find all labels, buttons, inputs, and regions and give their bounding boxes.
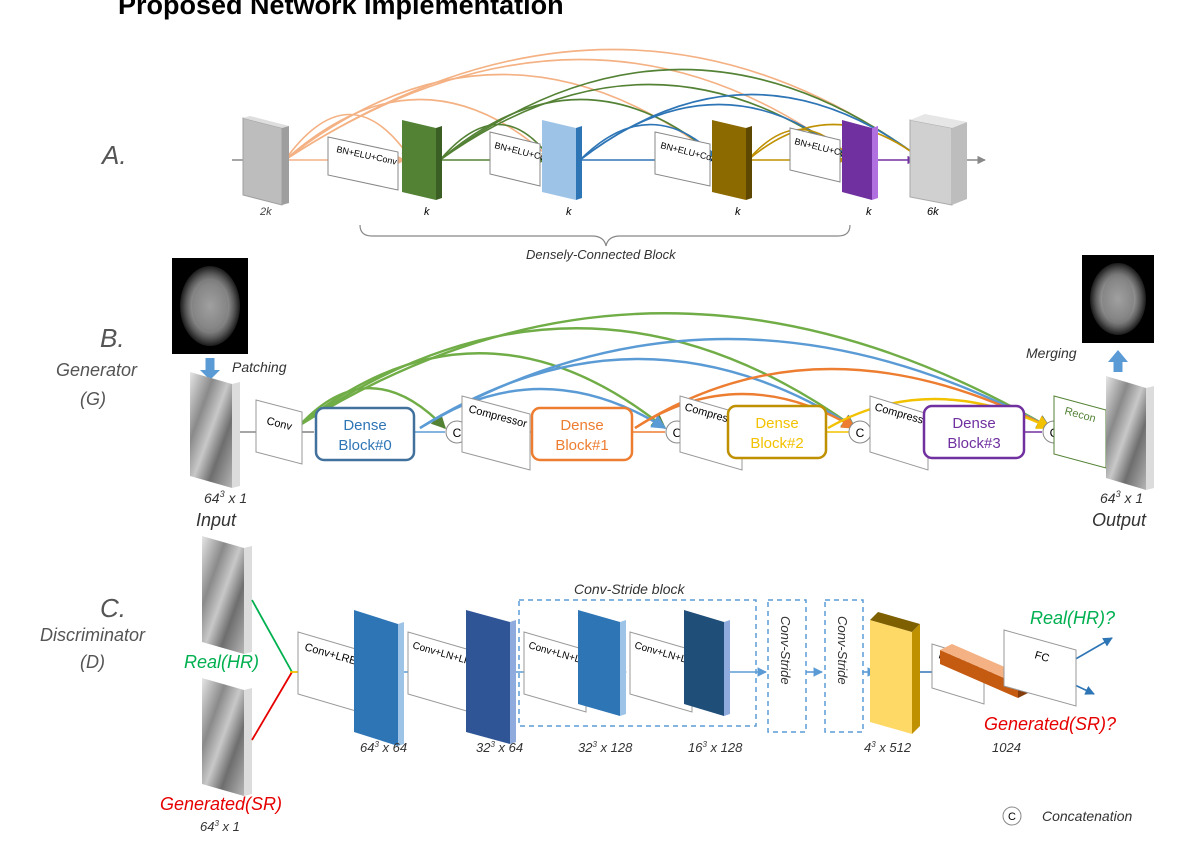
panel-a-feature-map-3 — [712, 120, 752, 200]
panel-a-label: A. — [100, 140, 127, 170]
panel-b-dense-word-0: Dense — [343, 417, 386, 434]
panel-b-input-patch — [190, 372, 240, 488]
panel-c-conv-stride-1: Conv-Stride — [767, 599, 807, 733]
panel-b-conv-layer: Conv — [255, 399, 303, 465]
panel-c-conv-stride-label-1: Conv-Stride — [778, 616, 793, 685]
panel-c-generated-line — [251, 671, 293, 741]
panel-b-label: B. — [100, 323, 125, 353]
panel-b-concat-2: C — [848, 420, 872, 444]
panel-a-input-block — [242, 116, 289, 206]
panel-a-growth-4: k — [866, 206, 872, 218]
panel-c-feature-map-3 — [578, 610, 626, 716]
panel-a-layer-1: BN+ELU+Conv — [327, 136, 399, 191]
panel-b-dense-word-1: Dense — [560, 417, 603, 434]
panel-c-label: C. — [100, 593, 126, 623]
panel-c-feature-map-1 — [354, 610, 404, 746]
panel-c-dim-4: 163 x 128 — [688, 740, 743, 755]
panel-b-dense-word-3: Dense — [952, 415, 995, 432]
panel-c-fc-layer: FC — [1003, 629, 1077, 707]
panel-c-dim-2: 323 x 64 — [476, 740, 523, 755]
panel-b-dense-block-0: Dense Block#0 — [314, 406, 416, 462]
panel-c-real-question: Real(HR)? — [1030, 608, 1115, 628]
panel-c-input-dim: 643 x 1 — [200, 819, 240, 834]
panel-b-concat-symbol-2: C — [856, 426, 865, 440]
panel-b-patching-label: Patching — [232, 359, 287, 375]
panel-b-block-name-1: Block#1 — [555, 437, 608, 454]
panel-c-dim-5: 43 x 512 — [864, 740, 912, 755]
panel-a-block-caption: Densely-Connected Block — [526, 247, 677, 262]
legend-text: Concatenation — [1042, 808, 1133, 824]
panel-b-output-patch — [1106, 376, 1154, 490]
panel-b-concat-symbol-1: C — [673, 426, 682, 440]
panel-c-conv-stride-2: Conv-Stride — [824, 599, 864, 733]
panel-a-feature-map-4 — [842, 120, 878, 200]
legend-symbol: C — [1008, 811, 1016, 823]
panel-b-input-mri-image — [172, 258, 248, 354]
panel-c-dim-3: 323 x 128 — [578, 740, 633, 755]
panel-b-title-line1: Generator — [56, 360, 138, 380]
panel-c-conv-stride-block-label: Conv-Stride block — [574, 581, 685, 597]
panel-c-conv-stride-label-2: Conv-Stride — [835, 616, 850, 685]
panel-b-block-name-3: Block#3 — [947, 435, 1000, 452]
header-title: Proposed Network Implementation — [118, 0, 564, 20]
panel-a-input-size: 2k — [259, 206, 272, 218]
panel-b-input-dim: 643 x 1 — [204, 489, 247, 506]
panel-a-growth-2: k — [566, 206, 572, 218]
panel-c-dim-1: 643 x 64 — [360, 740, 407, 755]
panel-a-output-block — [909, 114, 967, 206]
legend-concat-icon — [1002, 806, 1022, 826]
panel-c-generated-question: Generated(SR)? — [984, 714, 1116, 734]
panel-c-conv-stride-block-box — [518, 599, 757, 727]
panel-b-skip-connections — [299, 312, 1052, 430]
panel-a-output-size: 6k — [927, 206, 939, 218]
panel-c-title-line2: (D) — [80, 652, 105, 672]
panel-b-merging-label: Merging — [1026, 345, 1077, 361]
panel-b-block-name-2: Block#2 — [750, 435, 803, 452]
panel-c-feature-map-5 — [870, 612, 920, 734]
panel-c-title-line1: Discriminator — [40, 625, 146, 645]
panel-b-dense-word-2: Dense — [755, 415, 798, 432]
panel-c-fc-dim: 1024 — [992, 740, 1021, 755]
panel-b-recon-layer: Recon — [1053, 395, 1107, 469]
panel-a-growth-1: k — [424, 206, 430, 218]
panel-a-feature-map-2 — [542, 120, 582, 200]
panel-a-layer-3: BN+ELU+Conv — [654, 131, 722, 187]
panel-c-real-label: Real(HR) — [184, 652, 259, 672]
panel-c-fc-label: FC — [1033, 649, 1050, 665]
panel-b-patching-arrowhead — [200, 370, 220, 380]
panel-c-real-patch — [202, 536, 252, 654]
legend: C Concatenation — [1002, 806, 1133, 826]
panel-a-feature-map-1 — [402, 120, 442, 200]
panel-a-brace — [359, 224, 851, 247]
panel-b-output-label: Output — [1092, 510, 1147, 530]
panel-b-merging-arrowhead — [1108, 350, 1128, 362]
panel-b-compressor-0: Compressor — [461, 395, 531, 471]
panel-c-generated-label: Generated(SR) — [160, 794, 282, 814]
panel-a-layer-2: BN+ELU+Conv — [489, 131, 556, 187]
panel-c-feature-map-2 — [466, 610, 516, 744]
panel-b-dense-block-3: Dense Block#3 — [922, 404, 1026, 460]
panel-b-output-dim: 643 x 1 — [1100, 489, 1143, 506]
panel-c-real-line — [251, 599, 293, 673]
panel-c-generated-patch — [202, 678, 252, 796]
panel-b-title-line2: (G) — [80, 389, 106, 409]
panel-b-concat-symbol-0: C — [453, 426, 462, 440]
panel-c-feature-map-4 — [684, 610, 730, 716]
panel-a-skip-connections — [284, 48, 921, 161]
panel-b-input-label: Input — [196, 510, 237, 530]
panel-b-output-mri-image — [1082, 255, 1154, 343]
panel-b-dense-block-1: Dense Block#1 — [530, 406, 634, 462]
panel-b-block-name-0: Block#0 — [338, 437, 391, 454]
panel-b-dense-block-2: Dense Block#2 — [726, 404, 828, 460]
panel-a-growth-3: k — [735, 206, 741, 218]
